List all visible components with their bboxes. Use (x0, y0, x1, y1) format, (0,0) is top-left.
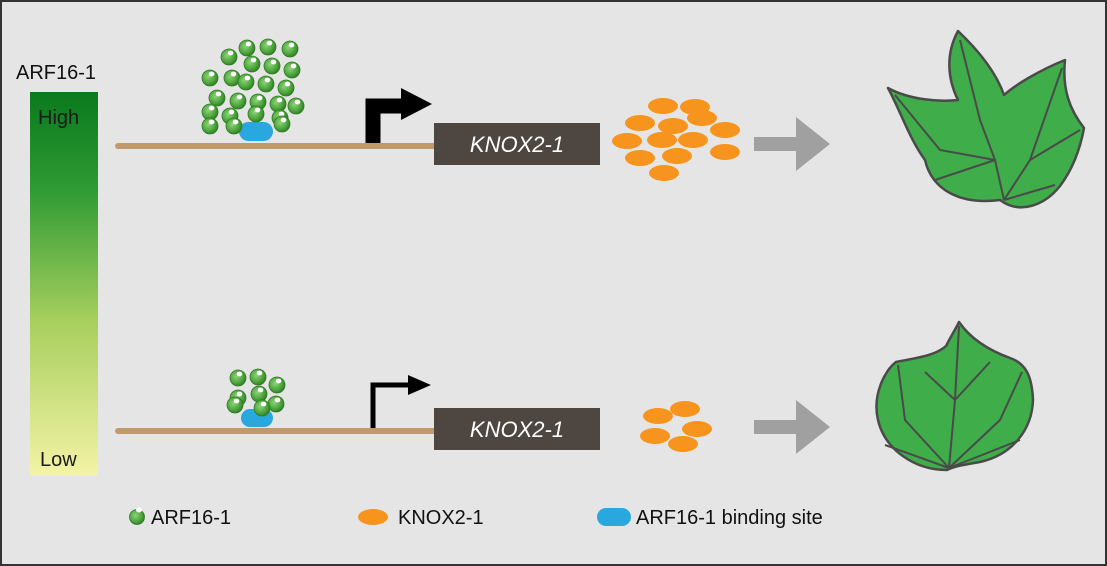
arf-particle-high-highlight (294, 99, 301, 105)
knox-protein-high (649, 165, 679, 181)
arf-particle-high-highlight (266, 40, 273, 46)
knox-protein-icon (358, 509, 388, 525)
arf-particle-low-highlight (275, 378, 282, 384)
arf-particle-high-highlight (290, 63, 297, 69)
gene-box-low (434, 408, 600, 450)
legend-arf-label: ARF16-1 (151, 507, 231, 529)
arf-particle-low-highlight (236, 391, 243, 397)
knox-protein-high (710, 122, 740, 138)
arf-particle-high-highlight (284, 81, 291, 87)
promoter-arrow-weak-icon (370, 382, 412, 428)
binding-site-high (239, 122, 273, 141)
row-high-expression: KNOX2-1 (115, 29, 1086, 209)
legend-binding-item: ARF16-1 binding site (597, 507, 823, 529)
arf-particle-high-highlight (264, 77, 271, 83)
knox-protein-low (643, 408, 673, 424)
arf-particle-high-highlight (208, 71, 215, 77)
arf-particle-high-highlight (254, 107, 261, 113)
knox-protein-high (647, 132, 677, 148)
arf-particle-high-highlight (278, 111, 285, 117)
arf-particle-cluster-low (226, 368, 286, 417)
arf-particle-highlight (136, 507, 142, 513)
legend-arf-item: ARF16-1 (129, 507, 231, 529)
knox-protein-high (625, 150, 655, 166)
gene-label-low: KNOX2-1 (470, 417, 564, 442)
arf-particle-low-highlight (236, 371, 243, 377)
arf-particle-high-highlight (230, 71, 237, 77)
knox-protein-cluster-low (640, 401, 712, 452)
entire-leaf-icon (875, 320, 1035, 472)
legend: ARF16-1 KNOX2-1 ARF16-1 binding site (129, 507, 823, 529)
arf-particle-high-highlight (256, 95, 263, 101)
gene-box-high (434, 123, 600, 165)
knox-protein-high (625, 115, 655, 131)
legend-knox-label: KNOX2-1 (398, 507, 484, 529)
legend-knox-item: KNOX2-1 (358, 507, 484, 529)
knox-protein-high (648, 98, 678, 114)
knox-protein-high (678, 132, 708, 148)
arf-particle-high-highlight (236, 94, 243, 100)
gradient-bar (30, 92, 98, 476)
arf-particle-high-highlight (208, 105, 215, 111)
knox-protein-low (668, 436, 698, 452)
knox-protein-high (687, 110, 717, 126)
knox-protein-high (662, 148, 692, 164)
row-low-expression: KNOX2-1 (115, 320, 1035, 472)
arf-particle-low-highlight (256, 370, 263, 376)
gradient-title: ARF16-1 (16, 62, 96, 84)
knox-protein-high (612, 133, 642, 149)
promoter-arrow-strong-head-icon (401, 88, 432, 120)
result-arrow-low-icon (754, 400, 830, 454)
arf-particle-high-highlight (280, 117, 287, 123)
arf-particle-high-highlight (228, 109, 235, 115)
arf-particle-low-highlight (260, 401, 267, 407)
arf-particle-high-highlight (215, 91, 222, 97)
result-arrow-high-icon (754, 117, 830, 171)
legend-binding-label: ARF16-1 binding site (636, 507, 823, 529)
arf-particle-high-highlight (232, 119, 239, 125)
knox-protein-low (682, 421, 712, 437)
arf-particle-high-highlight (244, 75, 251, 81)
gradient-high-label: High (38, 107, 79, 129)
knox-protein-low (640, 428, 670, 444)
knox-protein-cluster-high (612, 98, 740, 181)
arf-particle-high-highlight (276, 97, 283, 103)
gene-label-high: KNOX2-1 (470, 132, 564, 157)
knox-protein-low (670, 401, 700, 417)
arf-particle-low-highlight (233, 398, 240, 404)
arf-particle-low-highlight (257, 387, 264, 393)
arf-particle-high-highlight (250, 57, 257, 63)
arf-particle-low-highlight (274, 397, 281, 403)
arf-particle-high-highlight (227, 50, 234, 56)
promoter-arrow-strong-icon (365, 98, 405, 143)
gradient-low-label: Low (40, 449, 77, 471)
knox-protein-high (658, 118, 688, 134)
arf-particle-high-highlight (270, 59, 277, 65)
promoter-arrow-weak-head-icon (408, 375, 431, 395)
arf-particle-high-highlight (288, 42, 295, 48)
binding-site-icon (597, 508, 631, 526)
arf-particle-high-highlight (208, 119, 215, 125)
arf-particle-high-highlight (245, 41, 252, 47)
arf-particle-cluster-high (201, 38, 305, 135)
knox-protein-high (710, 144, 740, 160)
lobed-leaf-icon (886, 29, 1086, 209)
